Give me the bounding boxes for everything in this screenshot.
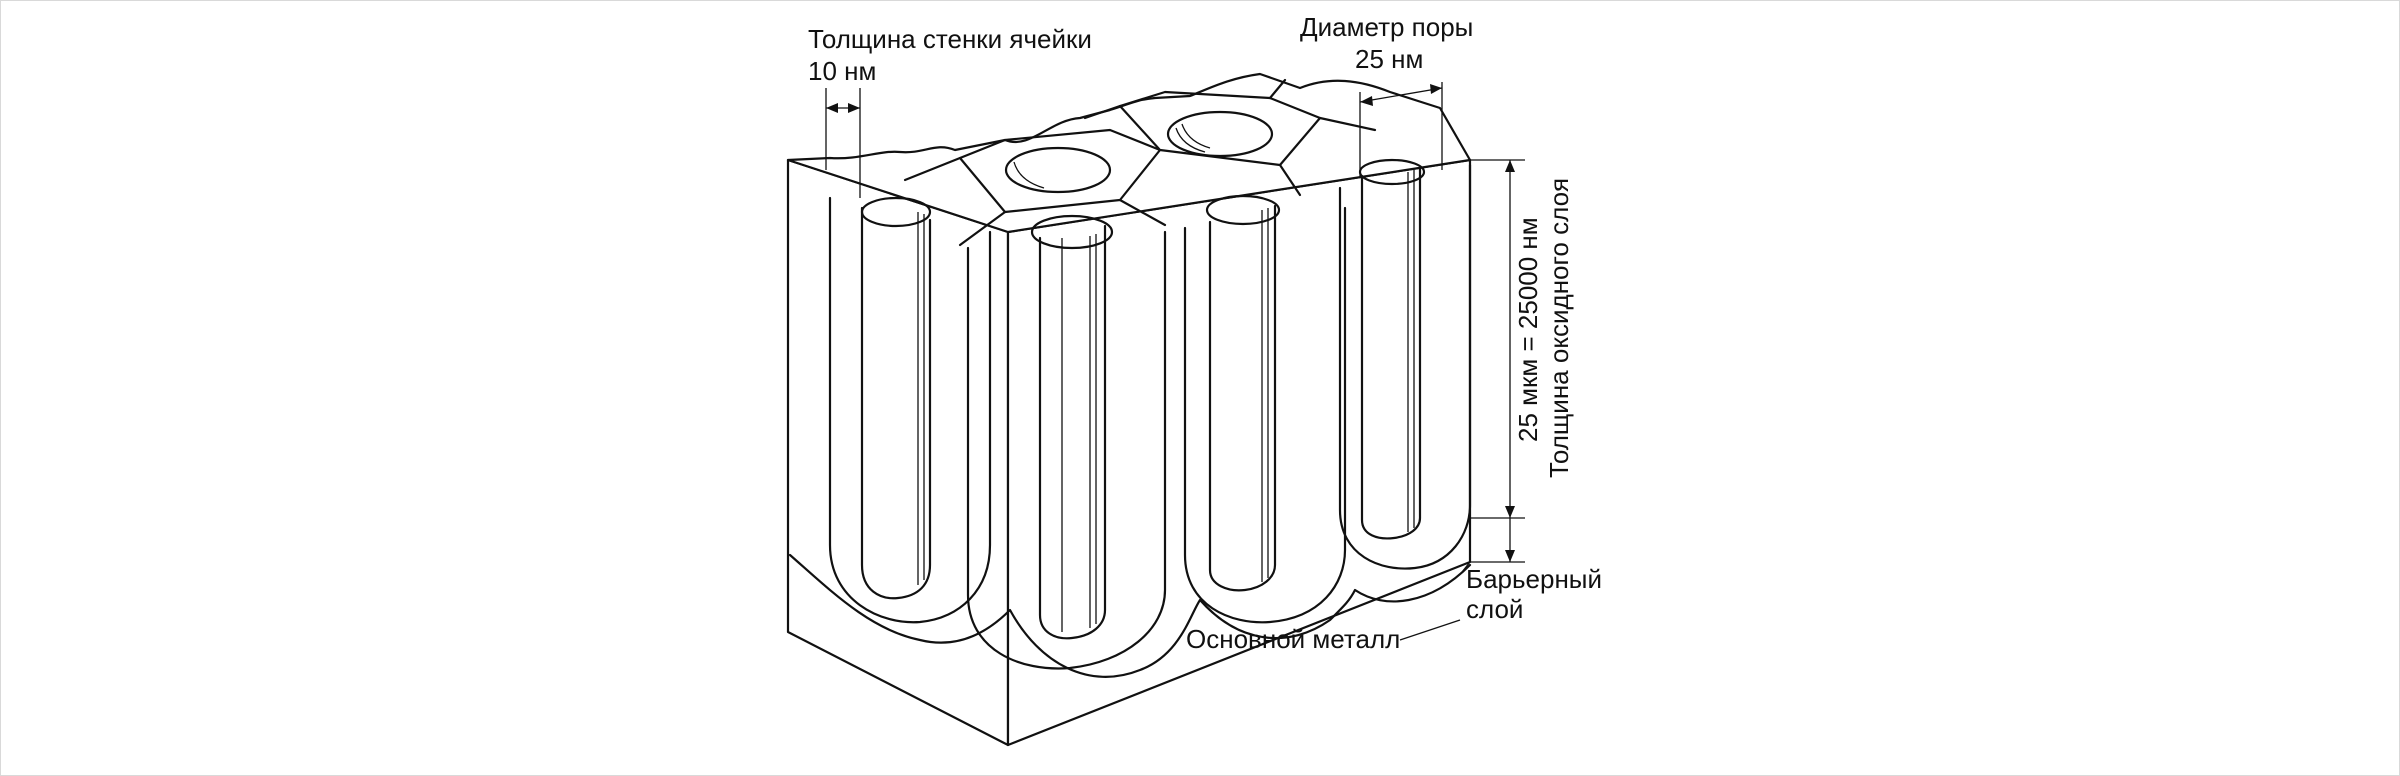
- hex-edge: [903, 156, 962, 182]
- hex-edge: [958, 210, 1007, 247]
- pore-shading: [1013, 161, 1045, 189]
- oxide-thickness-value: 25 мкм = 25000 нм: [1513, 217, 1543, 442]
- pore-opening: [1004, 146, 1112, 194]
- pore-top-opening: [860, 196, 932, 228]
- base-metal-leader: [1399, 619, 1461, 641]
- hex-edge: [1318, 116, 1377, 132]
- pore-tube-2-inner: [1208, 204, 1277, 592]
- hex-edge: [1118, 198, 1167, 227]
- block-left-face: [786, 158, 1010, 747]
- pore-tube-left-inner: [860, 206, 932, 600]
- oxide-thickness-title: Толщина оксидного слоя: [1544, 178, 1574, 478]
- tube-shading: [917, 170, 1415, 632]
- pore-shading: [1175, 127, 1206, 153]
- pore-top-opening: [1030, 214, 1114, 250]
- pore-diameter-value: 25 нм: [1355, 44, 1423, 74]
- pore-tube-3-outer: [1338, 163, 1472, 570]
- hex-edge: [1083, 104, 1122, 120]
- hex-edge: [1278, 163, 1302, 197]
- dimension-cell-wall: [825, 88, 861, 198]
- barrier-layer-boundary: [788, 553, 1472, 678]
- pore-tube-1-inner: [1038, 224, 1107, 640]
- pore-tube-left-outer: [828, 196, 992, 624]
- pore-top-opening: [1205, 194, 1281, 226]
- barrier-layer-label-line1: Барьерный: [1466, 564, 1602, 594]
- hexagonal-cells: [903, 78, 1377, 247]
- barrier-layer-label-line2: слой: [1466, 594, 1523, 624]
- pore-tube-1-outer: [966, 230, 1167, 670]
- top-pores: [1004, 110, 1274, 194]
- cell-wall-thickness-title: Толщина стенки ячейки: [808, 24, 1092, 54]
- pore-shading: [1181, 123, 1211, 149]
- cell-wall-thickness-value: 10 нм: [808, 56, 876, 86]
- pore-tubes: [828, 158, 1472, 670]
- pore-opening: [1166, 110, 1274, 158]
- pore-tube-3-inner: [1360, 166, 1422, 540]
- hex-edge: [1268, 78, 1287, 100]
- pore-diameter-title: Диаметр поры: [1300, 12, 1473, 42]
- oxide-block: [786, 72, 1472, 747]
- pore-tube-2-outer: [1183, 206, 1347, 624]
- dimension-pore-diameter: [1359, 82, 1443, 178]
- dimension-oxide-thickness: [1461, 159, 1525, 573]
- base-metal-label: Основной металл: [1186, 624, 1400, 654]
